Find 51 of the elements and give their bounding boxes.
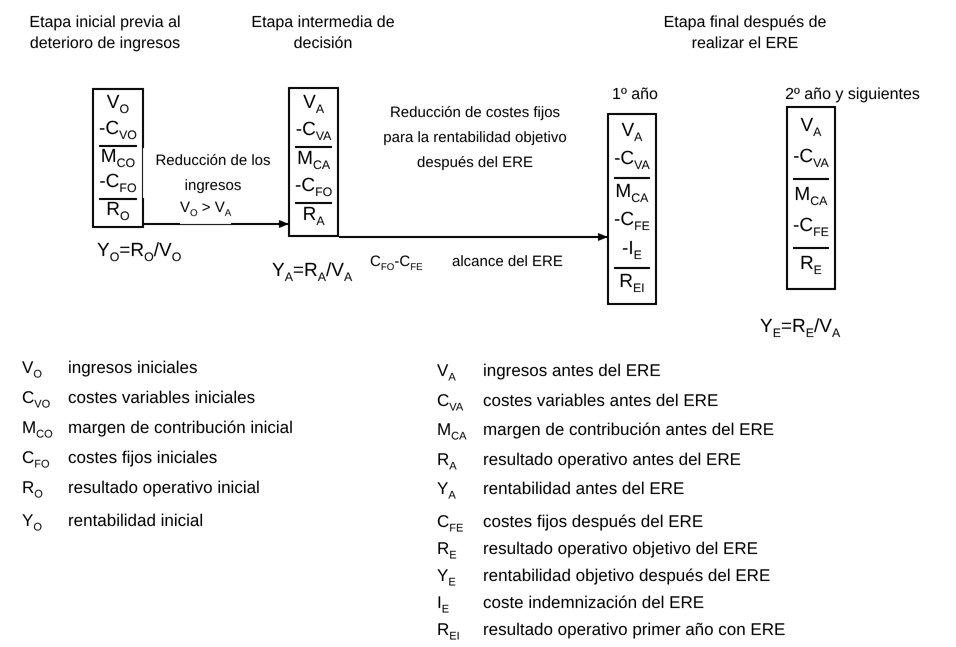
year-heading: 1º año	[611, 85, 659, 105]
formula-term: R$_{E}$	[800, 254, 822, 279]
formula-box	[607, 113, 657, 305]
formula-term: -C$_{VO}$	[99, 118, 137, 144]
stage-heading: Etapa inicial previa al deterioro de ingresos	[28, 13, 182, 54]
legend-entry: M$_{CO}$ margen de contribución inicial	[22, 418, 293, 442]
legend-entry: R$_{A}$ resultado operativo antes del ERE	[437, 450, 741, 474]
ratio-formula: Y$_{O}$=R$_{O}$/V$_{O}$	[97, 240, 182, 264]
formula-term: R$_{A}$	[302, 205, 325, 230]
formula-term: V$_{A}$	[800, 116, 822, 141]
formula-term: M$_{CA}$	[297, 149, 330, 174]
formula-term: -C$_{FO}$	[295, 176, 332, 201]
arrow	[339, 233, 608, 241]
formula-term: -C$_{VA}$	[296, 120, 332, 144]
stage-heading: Etapa final después de realizar el ERE	[662, 13, 828, 54]
formula-term: -C$_{FO}$	[99, 172, 137, 198]
ratio-formula: Y$_{E}$=R$_{E}$/V$_{A}$	[760, 316, 840, 340]
formula-term: -C$_{VA}$	[793, 147, 829, 172]
legend-entry: V$_{A}$ ingresos antes del ERE	[437, 361, 661, 386]
legend-entry: V$_{O}$ ingresos iniciales	[22, 358, 198, 382]
formula-term: V$_{A}$	[303, 92, 324, 118]
legend-entry: Y$_{O}$ rentabilidad inicial	[22, 511, 204, 536]
ratio-formula: Y$_{A}$=R$_{A}$/V$_{A}$	[272, 260, 352, 284]
legend-entry: R$_{E}$ resultado operativo objetivo del ERE	[437, 539, 758, 564]
formula-term: V$_{O}$	[106, 93, 130, 118]
formula-box	[786, 106, 836, 290]
formula-term: M$_{CA}$	[615, 182, 648, 207]
legend-entry: I$_{E}$ coste indemnización del ERE	[437, 593, 704, 618]
year-heading: 2º año y siguientes	[784, 85, 921, 105]
legend-entry: R$_{EI}$ resultado operativo primer año con ERE	[437, 620, 786, 644]
formula-term: V$_{A}$	[621, 120, 642, 146]
formula-term: R$_{EI}$	[619, 272, 645, 296]
legend-entry: M$_{CA}$ margen de contribución antes del ERE	[437, 420, 774, 444]
formula-box	[92, 88, 144, 228]
formula-box	[288, 87, 340, 237]
formula-term: -C$_{FE}$	[793, 216, 829, 241]
legend-entry: R$_{O}$ resultado operativo inicial	[22, 478, 260, 502]
legend-entry: C$_{VO}$ costes variables iniciales	[22, 388, 256, 412]
legend-entry: C$_{VA}$ costes variables antes del ERE	[437, 390, 718, 415]
formula-term: -I$_{E}$	[622, 238, 642, 264]
stage-heading: Etapa intermedia de decisión	[250, 13, 396, 54]
legend-entry: C$_{FE}$ costes fijos después del ERE	[437, 512, 704, 536]
formula-term: -C$_{VA}$	[614, 148, 650, 174]
formula-term: -C$_{FE}$	[614, 210, 650, 236]
formula-term: R$_{O}$	[106, 200, 130, 225]
arrow	[144, 220, 289, 228]
formula-term: M$_{CA}$	[794, 185, 828, 210]
legend-entry: Y$_{E}$ rentabilidad objetivo después del ERE	[437, 566, 770, 590]
legend-entry: Y$_{A}$ rentabilidad antes del ERE	[437, 479, 684, 504]
formula-term: M$_{CO}$	[100, 146, 136, 172]
legend-entry: C$_{FO}$ costes fijos iniciales	[22, 448, 218, 472]
